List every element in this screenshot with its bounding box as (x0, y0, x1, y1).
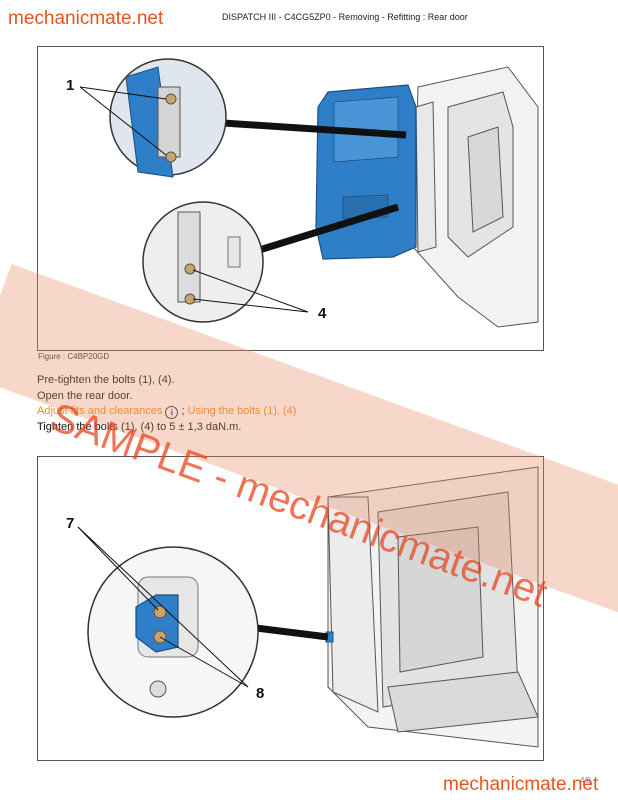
instruction-line-3: Adjust fits and clearances i ; Using the… (37, 404, 296, 420)
callout-label-7: 7 (66, 515, 75, 532)
header-brand[interactable]: mechanicmate.net (8, 8, 164, 29)
figure-2-frame: 7 8 (37, 456, 544, 761)
figure-1-caption: Figure : C4BP20GD (38, 352, 110, 361)
page-number: 4/6 (580, 776, 592, 785)
info-icon[interactable]: i (165, 406, 179, 419)
figure-1-frame: 1 4 (37, 46, 544, 351)
callout-label-8: 8 (256, 685, 265, 702)
instructions: Pre-tighten the bolts (1), (4). Open the… (37, 373, 296, 435)
adjust-fits-link[interactable]: Adjust fits and clearances (37, 405, 163, 417)
callout-label-4: 4 (318, 305, 327, 322)
instruction-line-4: Tighten the bolts (1), (4) to 5 ± 1,3 da… (37, 420, 242, 433)
using-bolts-link[interactable]: Using the bolts (1), (4) (187, 405, 297, 417)
figure-2-illustration (77, 466, 539, 748)
instruction-line-1: Pre-tighten the bolts (1), (4). (37, 374, 175, 386)
footer-brand[interactable]: mechanicmate.net (443, 774, 599, 795)
document-title: DISPATCH III - C4CG5ZP0 - Removing - Ref… (222, 12, 468, 22)
callout-label-1: 1 (66, 77, 75, 94)
instruction-line-2: Open the rear door. (37, 389, 133, 402)
instruction-separator: ; (181, 405, 188, 417)
figure-1-illustration (79, 58, 539, 328)
